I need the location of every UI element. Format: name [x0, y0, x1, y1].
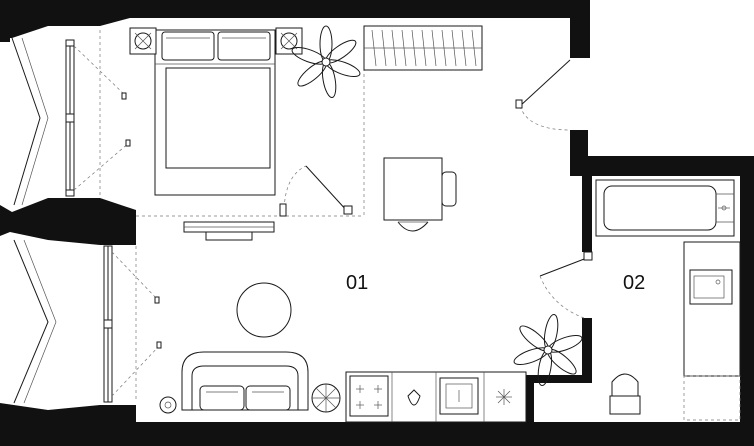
- toilet: [609, 373, 641, 415]
- plant-living-icon: [513, 314, 583, 386]
- round-table: [236, 282, 292, 338]
- nightstand-right: [275, 27, 303, 55]
- room-label-bathroom: 02: [623, 272, 645, 294]
- side-table: [311, 383, 341, 413]
- balcony-upper: [11, 37, 49, 206]
- balcony-lower: [13, 239, 57, 404]
- bathtub: [595, 179, 735, 237]
- window-upper: [65, 30, 131, 197]
- kitchen-faucet-icon: [407, 389, 421, 406]
- tv-console: [183, 221, 275, 241]
- double-bed: [154, 29, 276, 196]
- sofa: [181, 351, 309, 411]
- dishwasher-icon: [496, 389, 512, 405]
- plant-bedroom-icon: [291, 25, 361, 98]
- cooktop: [349, 375, 389, 417]
- window-lower: [103, 245, 162, 403]
- wardrobe: [363, 25, 483, 71]
- bathroom-vanity: [683, 241, 741, 377]
- floor-lamp-icon: [159, 396, 177, 414]
- bedroom-door-swing: [279, 165, 353, 217]
- bathroom-door: [539, 251, 593, 319]
- entrance-door: [515, 59, 571, 131]
- nightstand-left: [129, 27, 157, 55]
- desk-chair: [397, 171, 457, 232]
- room-label-living: 01: [346, 272, 368, 294]
- kitchen-sink: [439, 377, 479, 415]
- washing-machine: [683, 375, 741, 421]
- desk: [383, 157, 443, 221]
